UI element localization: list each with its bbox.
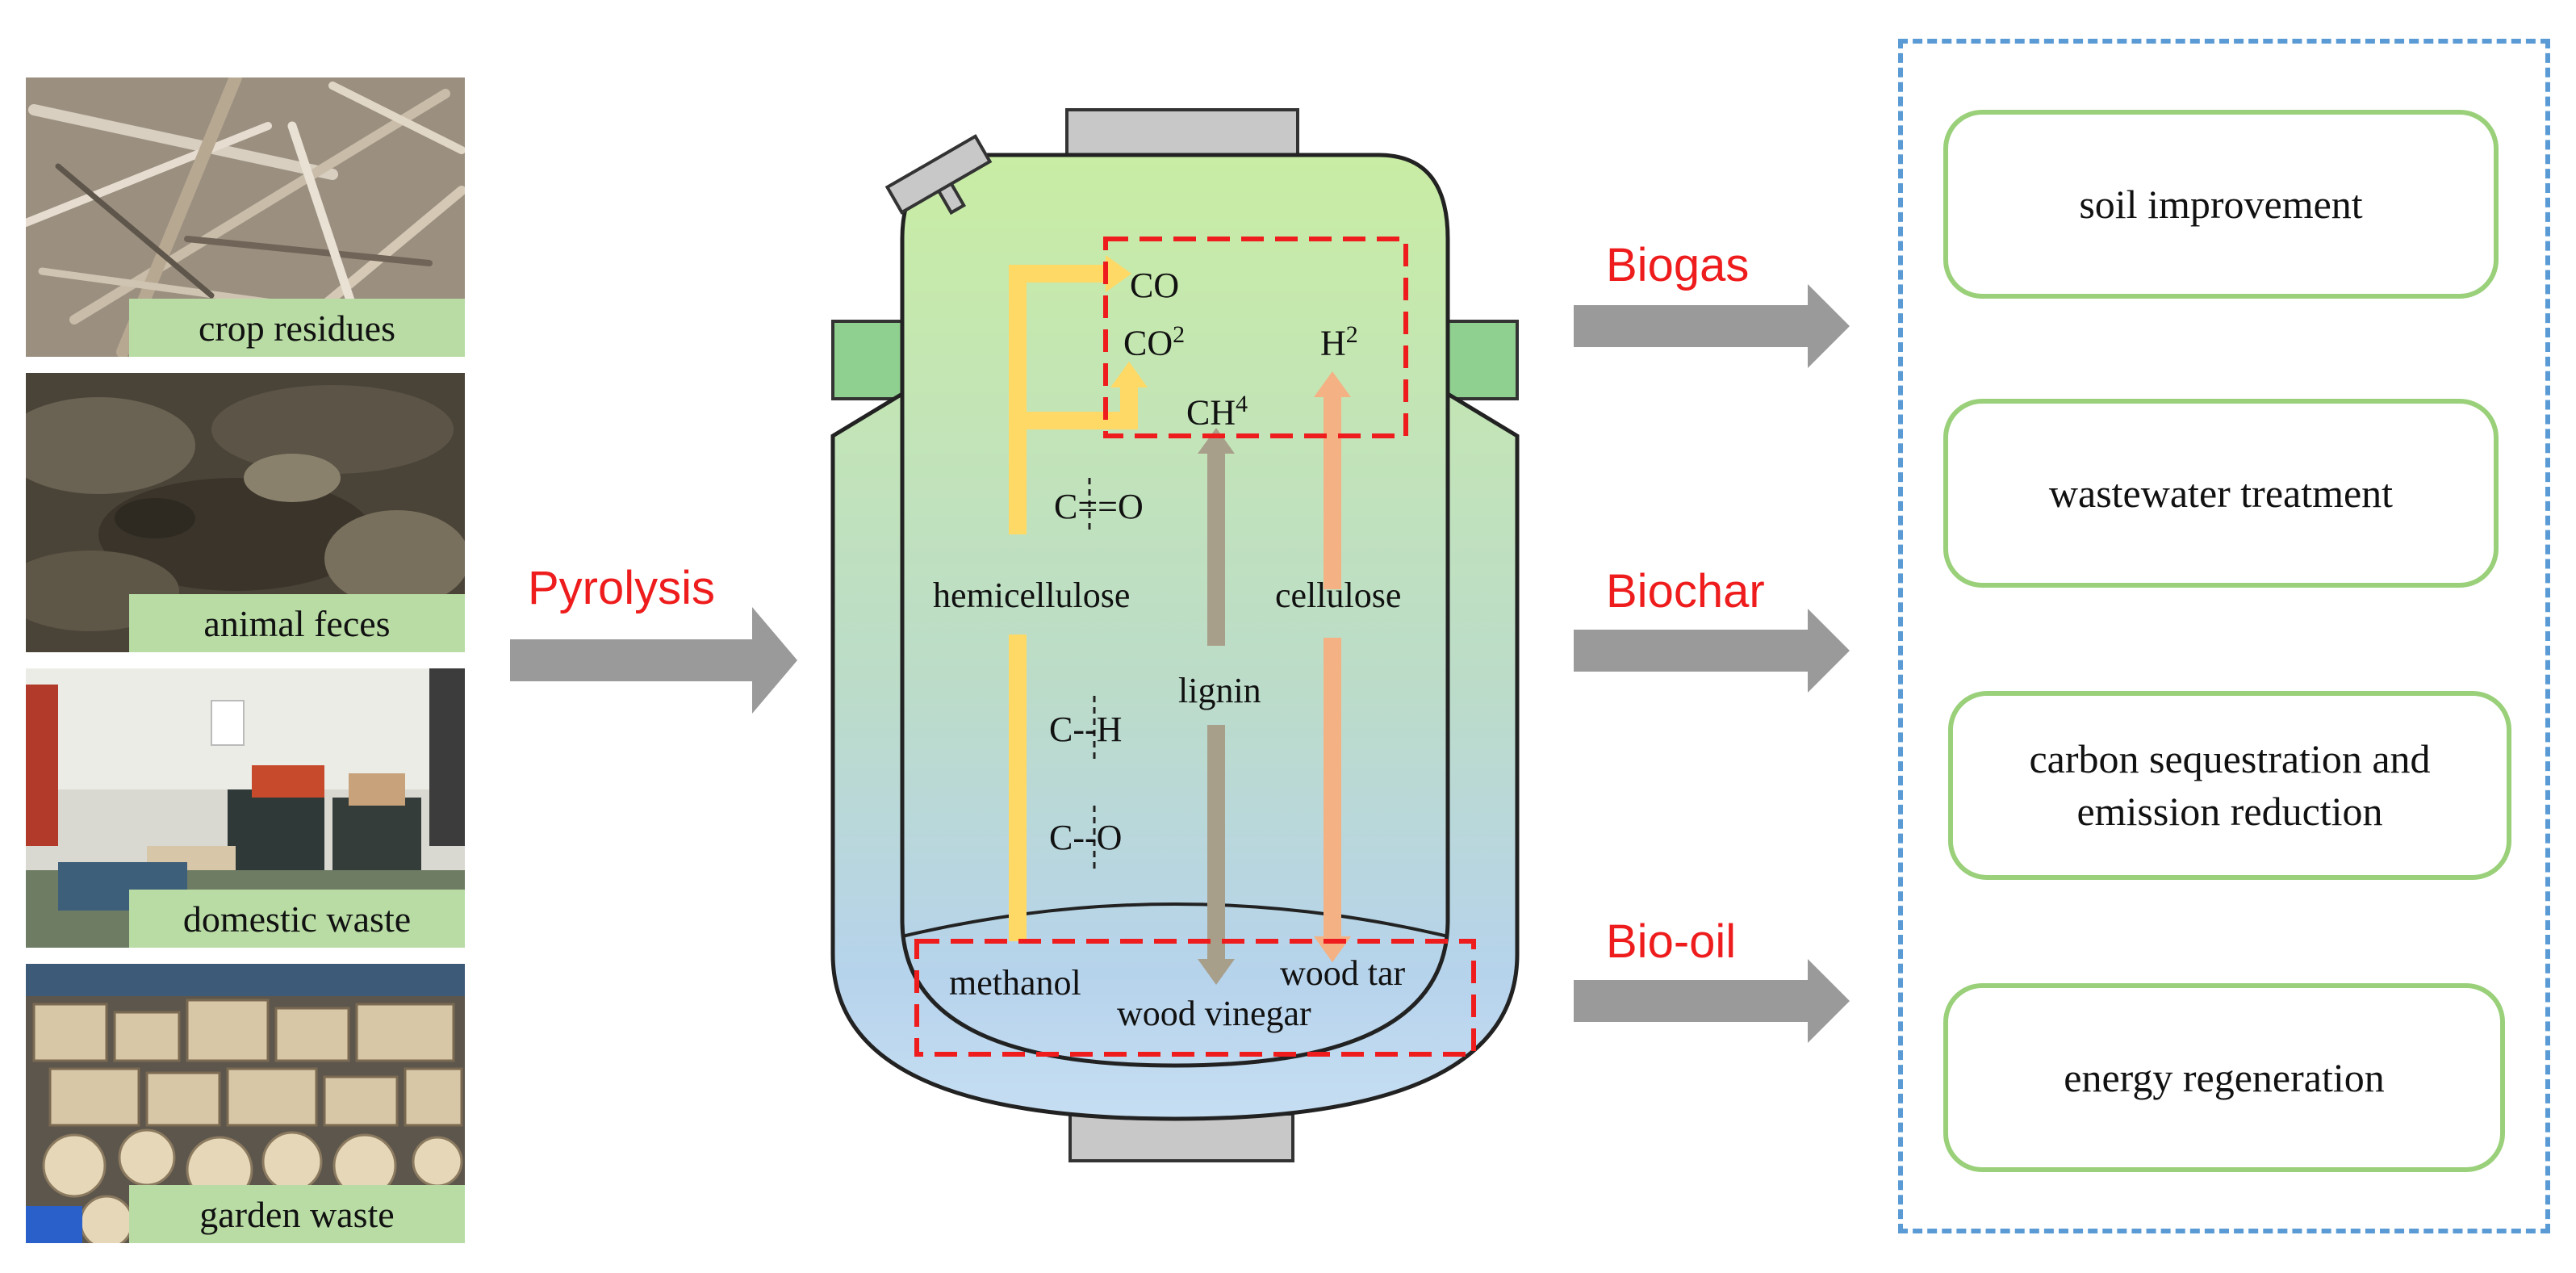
bio-oil-label: Bio-oil bbox=[1606, 915, 1737, 968]
animal-feces-photo: animal feces bbox=[26, 373, 465, 652]
co-label: CO bbox=[1130, 266, 1180, 305]
domestic-waste-photo: domestic waste bbox=[26, 668, 465, 948]
biogas-label: Biogas bbox=[1606, 239, 1750, 291]
wood-tar-label: wood tar bbox=[1280, 953, 1406, 993]
liquid-zone-box bbox=[914, 939, 1476, 1057]
wastewater-treatment-box: wastewater treatment bbox=[1943, 399, 2499, 588]
biochar-arrow bbox=[1574, 609, 1850, 693]
firewood-photo-icon bbox=[26, 964, 465, 1243]
c-h-bond-label: C--H bbox=[1049, 710, 1123, 749]
pyrolysis-label: Pyrolysis bbox=[528, 562, 716, 614]
biogas-arrow bbox=[1574, 284, 1850, 368]
animal-feces-label: animal feces bbox=[129, 594, 465, 652]
carbon-sequestration-box: carbon sequestration and emission reduct… bbox=[1948, 691, 2511, 880]
valve-icon bbox=[884, 134, 993, 216]
soil-improvement-box: soil improvement bbox=[1943, 110, 2499, 299]
lignin-label: lignin bbox=[1178, 671, 1261, 710]
crop-residues-photo: crop residues bbox=[26, 77, 465, 357]
garden-waste-photo: garden waste bbox=[26, 964, 465, 1243]
hemicellulose-label: hemicellulose bbox=[933, 576, 1131, 615]
pyrolysis-arrow bbox=[510, 607, 797, 714]
lignin-pathway bbox=[1198, 428, 1235, 985]
applications-panel bbox=[1898, 39, 2550, 1233]
wood-vinegar-label: wood vinegar bbox=[1117, 994, 1311, 1033]
bio-oil-arrow bbox=[1574, 959, 1850, 1043]
co2-label: CO2 bbox=[1123, 321, 1186, 363]
energy-regeneration-box: energy regeneration bbox=[1943, 983, 2505, 1172]
garden-waste-label: garden waste bbox=[129, 1185, 465, 1243]
h2-label: H2 bbox=[1320, 321, 1358, 363]
c-o-bond-label: C--O bbox=[1049, 818, 1123, 857]
ch4-label: CH4 bbox=[1186, 391, 1248, 433]
biochar-label: Biochar bbox=[1606, 565, 1765, 618]
crop-residues-label: crop residues bbox=[129, 299, 465, 357]
domestic-waste-label: domestic waste bbox=[129, 890, 465, 948]
c-double-o-bond-label: C==O bbox=[1054, 487, 1144, 526]
gas-zone-box bbox=[1103, 237, 1408, 438]
cellulose-pathway bbox=[1314, 371, 1351, 962]
methanol-label: methanol bbox=[949, 963, 1081, 1003]
cellulose-label: cellulose bbox=[1275, 576, 1402, 615]
